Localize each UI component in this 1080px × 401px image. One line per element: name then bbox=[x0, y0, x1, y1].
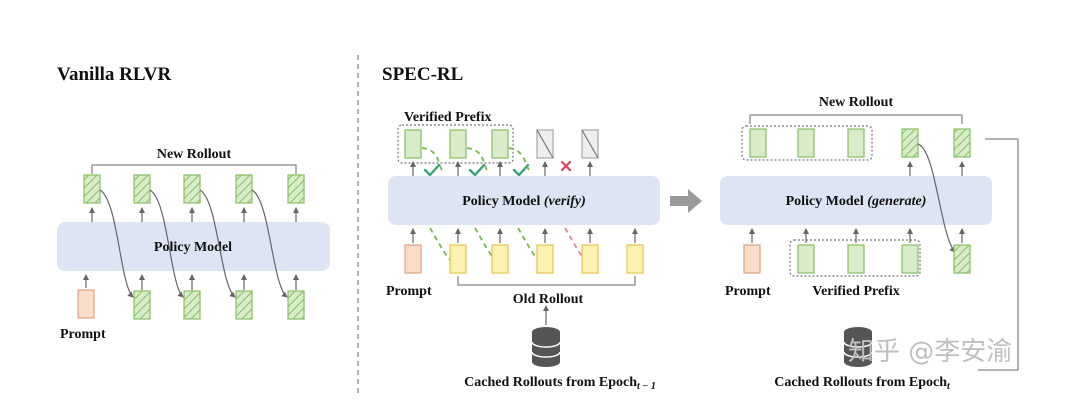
vanilla-output-arrows bbox=[89, 207, 299, 222]
vanilla-policy-model-label: Policy Model bbox=[154, 240, 232, 255]
spec-generate-prompt-token bbox=[743, 244, 761, 274]
spec-generate-policy-model bbox=[720, 176, 992, 225]
vanilla-prompt-token bbox=[77, 289, 95, 319]
spec-verify-input-arrows bbox=[410, 228, 638, 243]
spec-verified-prefix-box bbox=[397, 124, 514, 164]
watermark: 知乎 @李安渝 bbox=[848, 337, 1012, 367]
spec-verified-prefix-bottom-box bbox=[789, 239, 921, 277]
vanilla-policy-model bbox=[57, 222, 330, 271]
vanilla-new-rollout-bracket bbox=[91, 164, 297, 174]
spec-generate-prompt-label: Prompt bbox=[725, 284, 771, 299]
spec-cached-prev-label: Cached Rollouts from Epocht − 1 bbox=[464, 375, 656, 392]
vanilla-title: Vanilla RLVR bbox=[57, 64, 172, 85]
vanilla-new-rollout-label: New Rollout bbox=[157, 147, 232, 162]
spec-prompt-label: Prompt bbox=[386, 284, 432, 299]
spec-new-rollout-prefix-box bbox=[741, 125, 873, 161]
spec-old-rollout-label: Old Rollout bbox=[513, 292, 584, 307]
spec-generate-feedback-arrow bbox=[917, 143, 956, 253]
vanilla-autoregressive-arrows bbox=[99, 189, 288, 298]
arrow-right-icon bbox=[670, 189, 702, 213]
database-icon bbox=[843, 327, 873, 367]
check-icon bbox=[423, 163, 530, 177]
spec-generate-output-arrows bbox=[907, 161, 965, 176]
vanilla-input-arrows bbox=[83, 274, 299, 290]
spec-prompt-token bbox=[404, 244, 422, 274]
vanilla-input-tokens bbox=[133, 290, 305, 320]
spec-verified-prefix-top-label: Verified Prefix bbox=[404, 110, 491, 125]
spec-generate-input-arrows bbox=[749, 228, 965, 243]
spec-new-rollout-label: New Rollout bbox=[819, 95, 894, 110]
vanilla-new-rollout-tokens bbox=[83, 174, 305, 204]
spec-verified-prefix-bottom-label: Verified Prefix bbox=[812, 284, 899, 299]
spec-new-rollout-bracket bbox=[749, 114, 963, 124]
spec-title: SPEC-RL bbox=[382, 64, 463, 85]
spec-old-rollout-bracket bbox=[457, 276, 636, 286]
spec-verify-output-tokens bbox=[404, 129, 599, 159]
spec-new-rollout-tokens bbox=[749, 128, 971, 158]
vanilla-prompt-label: Prompt bbox=[60, 327, 106, 342]
spec-verify-model-label: Policy Model (verify) bbox=[462, 194, 586, 209]
spec-verified-prefix-tokens bbox=[797, 244, 971, 274]
cross-icon bbox=[560, 160, 572, 172]
spec-cache-loop-line bbox=[978, 138, 1019, 371]
spec-generate-model-label: Policy Model (generate) bbox=[786, 194, 927, 209]
spec-verify-output-arrows bbox=[410, 161, 593, 176]
spec-verify-policy-model bbox=[388, 176, 660, 225]
spec-old-rollout-tokens bbox=[449, 244, 644, 274]
database-icon bbox=[531, 327, 561, 367]
spec-cached-cur-label: Cached Rollouts from Epocht bbox=[774, 375, 951, 392]
